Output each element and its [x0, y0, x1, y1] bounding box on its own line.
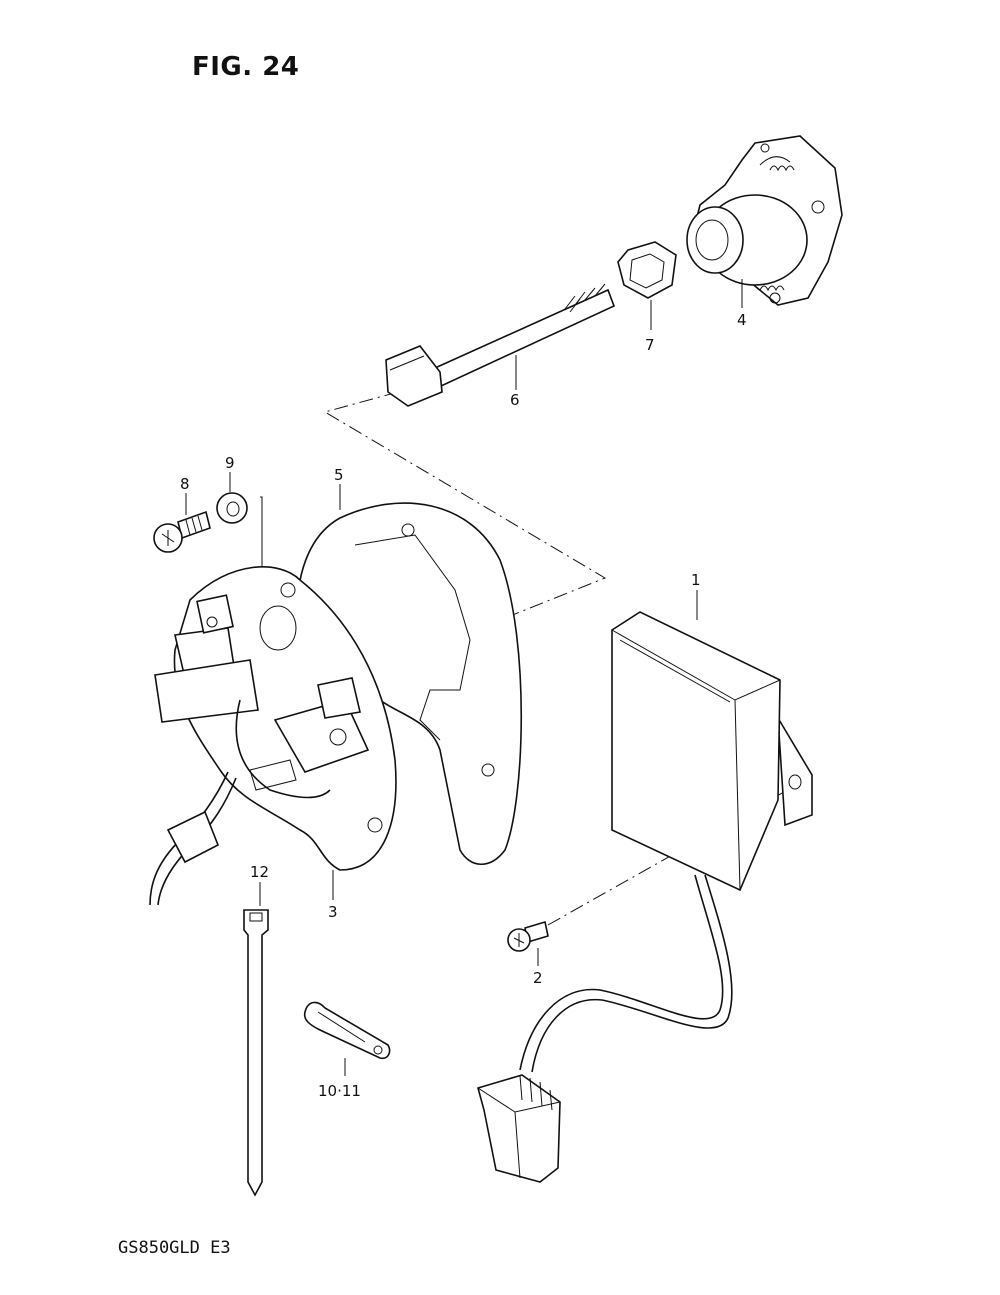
clamp-part [303, 1001, 391, 1076]
screw-part [153, 493, 211, 553]
callout-2: 2 [533, 969, 543, 987]
advancer-assembly-part [686, 135, 843, 308]
callout-labels: 1 2 3 4 5 6 7 8 9 10·11 12 [180, 311, 747, 1100]
bolt-part [385, 283, 616, 407]
callout-7: 7 [645, 336, 655, 354]
nut-part [617, 241, 677, 330]
callout-10-11: 10·11 [318, 1082, 361, 1100]
callout-9: 9 [225, 454, 235, 472]
callout-6: 6 [510, 391, 520, 409]
signal-generator-plate-part [149, 566, 397, 906]
cable-tie-part [243, 882, 269, 1197]
igniter-unit-part [477, 590, 813, 1183]
callout-1: 1 [691, 571, 701, 589]
washer-part [216, 472, 248, 524]
callout-12: 12 [250, 863, 269, 881]
small-screw-part [507, 920, 549, 966]
callout-5: 5 [334, 466, 344, 484]
callout-4: 4 [737, 311, 747, 329]
callout-3: 3 [328, 903, 338, 921]
callout-8: 8 [180, 475, 190, 493]
model-code: GS850GLD E3 [118, 1238, 231, 1258]
figure-title: FIG. 24 [192, 52, 300, 82]
